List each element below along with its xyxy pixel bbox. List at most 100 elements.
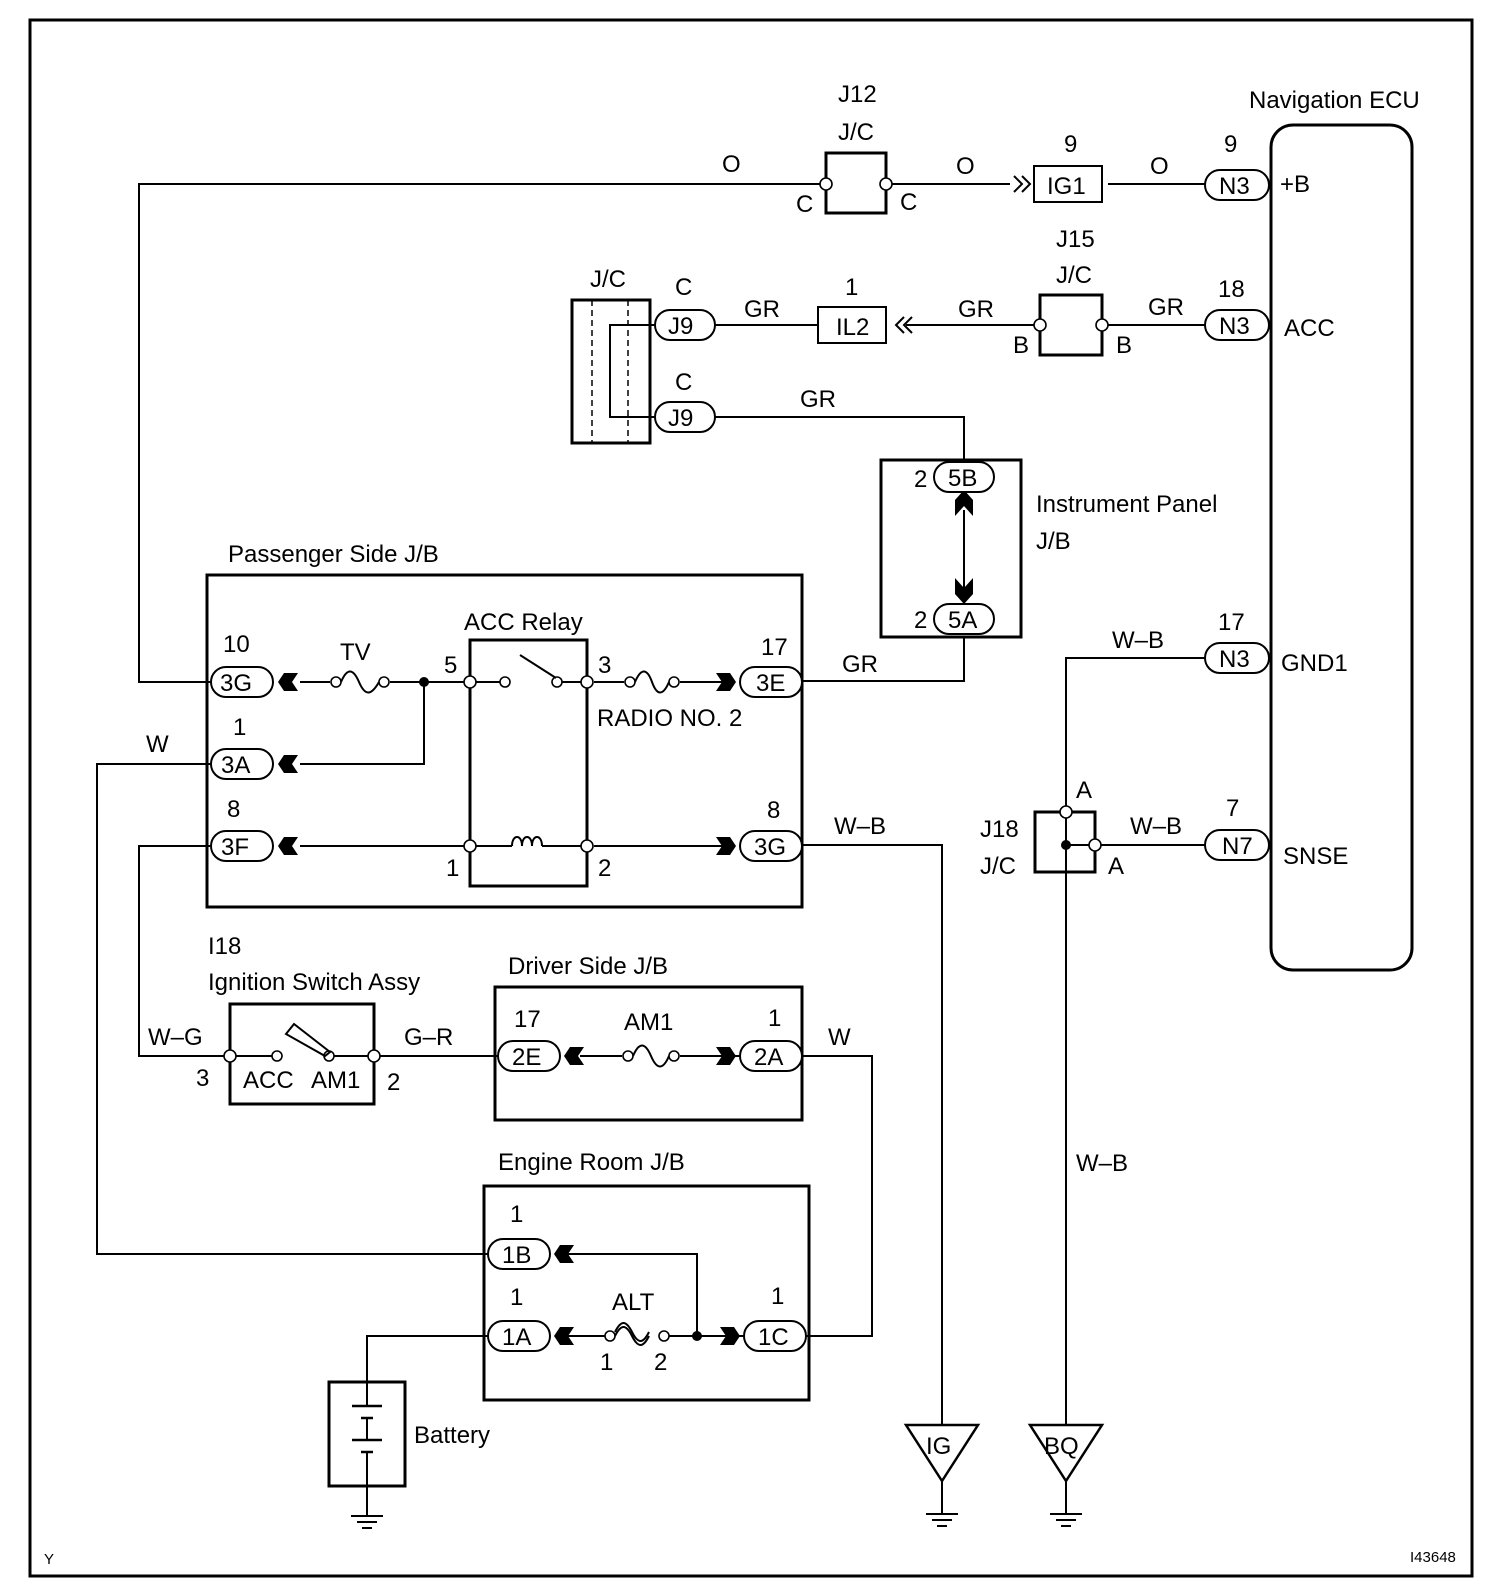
wire-gr2: GR <box>958 296 994 323</box>
ground-ig-label: IG <box>926 1433 951 1460</box>
p3f-pin: 8 <box>227 796 240 823</box>
j18-pin-right: A <box>1108 853 1124 880</box>
5b-pin: 2 <box>914 466 927 493</box>
j12-pin-right: C <box>900 189 917 216</box>
acc-relay <box>468 638 589 888</box>
connector-il2: 1 IL2 <box>817 274 887 344</box>
connector-2e: 17 2E <box>497 1006 584 1072</box>
d2a-name: 2A <box>754 1044 783 1071</box>
nav-pin-b: +B <box>1280 171 1310 198</box>
wire-wb3: W–B <box>834 813 886 840</box>
ig1-pin: 9 <box>1064 131 1077 158</box>
navigation-ecu: Navigation ECU +B ACC GND1 SNSE <box>1249 87 1420 972</box>
engine-room-jb: Engine Room J/B ALT 1 2 <box>482 1149 811 1402</box>
j9bot-pin: C <box>675 369 692 396</box>
e1a-pin: 1 <box>510 1284 523 1311</box>
wire-w1: W <box>146 731 169 758</box>
p3gr-pin: 8 <box>767 797 780 824</box>
jc-j15: J15 J/C B B <box>1013 226 1132 359</box>
connector-n3-b: 9 N3 <box>1204 131 1270 201</box>
drv-jb-title: Driver Side J/B <box>508 953 668 980</box>
j12-pin-left: C <box>796 191 813 218</box>
e1b-name: 1B <box>502 1242 531 1269</box>
wire-wg: W–G <box>148 1024 203 1051</box>
il2-name: IL2 <box>836 314 869 341</box>
p3gl-pin: 10 <box>223 631 250 658</box>
n3gnd-name: N3 <box>1219 646 1250 673</box>
footer-right: I43648 <box>1410 1549 1456 1566</box>
jc-j18: J18 J/C A A <box>980 777 1124 880</box>
wires <box>96 175 1205 1516</box>
n3b-name: N3 <box>1219 173 1250 200</box>
wire-o2: O <box>956 153 975 180</box>
j15-pin-right: B <box>1116 332 1132 359</box>
pass-jb-title: Passenger Side J/B <box>228 541 439 568</box>
fuse-radio-label: RADIO NO. 2 <box>597 705 742 732</box>
e1c-name: 1C <box>758 1324 789 1351</box>
nav-pin-gnd1: GND1 <box>1281 650 1348 677</box>
connector-3g-left: 10 3G <box>210 631 298 698</box>
5a-pin: 2 <box>914 607 927 634</box>
nav-pin-snse: SNSE <box>1283 843 1348 870</box>
ip-jb-title-1: Instrument Panel <box>1036 491 1217 518</box>
p3a-pin: 1 <box>233 714 246 741</box>
connector-3f: 8 3F <box>210 796 298 862</box>
wire-gr-r: G–R <box>404 1024 453 1051</box>
relay-pin-5: 5 <box>444 652 457 679</box>
j15-pin-left: B <box>1013 332 1029 359</box>
jc-left-type: J/C <box>590 266 626 293</box>
j9top-name: J9 <box>668 313 693 340</box>
connector-j9-top: C J9 <box>654 274 716 341</box>
5b-name: 5B <box>948 465 977 492</box>
connector-3a: 1 3A <box>210 714 298 780</box>
e1c-pin: 1 <box>771 1283 784 1310</box>
e1b-pin: 1 <box>510 1201 523 1228</box>
battery-label: Battery <box>414 1422 490 1449</box>
acc-relay-title: ACC Relay <box>464 609 583 636</box>
n3acc-pin: 18 <box>1218 276 1245 303</box>
j9top-pin: C <box>675 274 692 301</box>
wire-wb2: W–B <box>1130 813 1182 840</box>
connector-n7: 7 N7 <box>1204 795 1270 861</box>
connector-3e: 17 3E <box>716 634 803 698</box>
eng-jb-title: Engine Room J/B <box>498 1149 685 1176</box>
eng-fuse-label: ALT <box>612 1289 655 1316</box>
p3gl-name: 3G <box>220 670 252 697</box>
ign-pin-3: 3 <box>196 1065 209 1092</box>
connector-n3-gnd: 17 N3 <box>1204 609 1270 674</box>
wire-gr5: GR <box>842 651 878 678</box>
connector-5b: 2 5B <box>914 461 995 493</box>
5a-name: 5A <box>948 607 977 634</box>
ign-title: Ignition Switch Assy <box>208 969 420 996</box>
n7-name: N7 <box>1222 833 1253 860</box>
j18-type: J/C <box>980 853 1016 880</box>
relay-pin-3: 3 <box>598 652 611 679</box>
j18-pin-top: A <box>1076 777 1092 804</box>
p3e-pin: 17 <box>761 634 788 661</box>
fuse-tv-label: TV <box>340 639 371 666</box>
wire-wb4: W–B <box>1076 1150 1128 1177</box>
nav-pin-acc: ACC <box>1284 315 1335 342</box>
n3b-pin: 9 <box>1224 131 1237 158</box>
footer-left: Y <box>44 1551 54 1568</box>
ign-ref: I18 <box>208 933 241 960</box>
j12-type: J/C <box>838 119 874 146</box>
n3gnd-pin: 17 <box>1218 609 1245 636</box>
wire-o3: O <box>1150 153 1169 180</box>
j15-type: J/C <box>1056 262 1092 289</box>
ignition-switch: I18 Ignition Switch Assy ACC AM1 3 2 <box>196 933 420 1106</box>
jc-left: J/C <box>570 266 655 445</box>
ign-pin-2: 2 <box>387 1069 400 1096</box>
passenger-side-jb: Passenger Side J/B ACC Relay TV RADIO NO… <box>205 541 804 909</box>
p3gr-name: 3G <box>754 834 786 861</box>
ig1-name: IG1 <box>1047 173 1086 200</box>
ground-bq: BQ <box>1027 1423 1105 1527</box>
connector-j9-bot: C J9 <box>654 369 716 433</box>
n7-pin: 7 <box>1226 795 1239 822</box>
ign-acc-label: ACC <box>243 1067 294 1094</box>
ip-jb-title-2: J/B <box>1036 528 1071 555</box>
nav-ecu-title: Navigation ECU <box>1249 87 1420 114</box>
connector-ig1: 9 IG1 <box>1033 131 1103 203</box>
wire-color-labels: O O O GR GR GR GR GR W–B W–B W–B W–B W W… <box>146 151 1184 1177</box>
